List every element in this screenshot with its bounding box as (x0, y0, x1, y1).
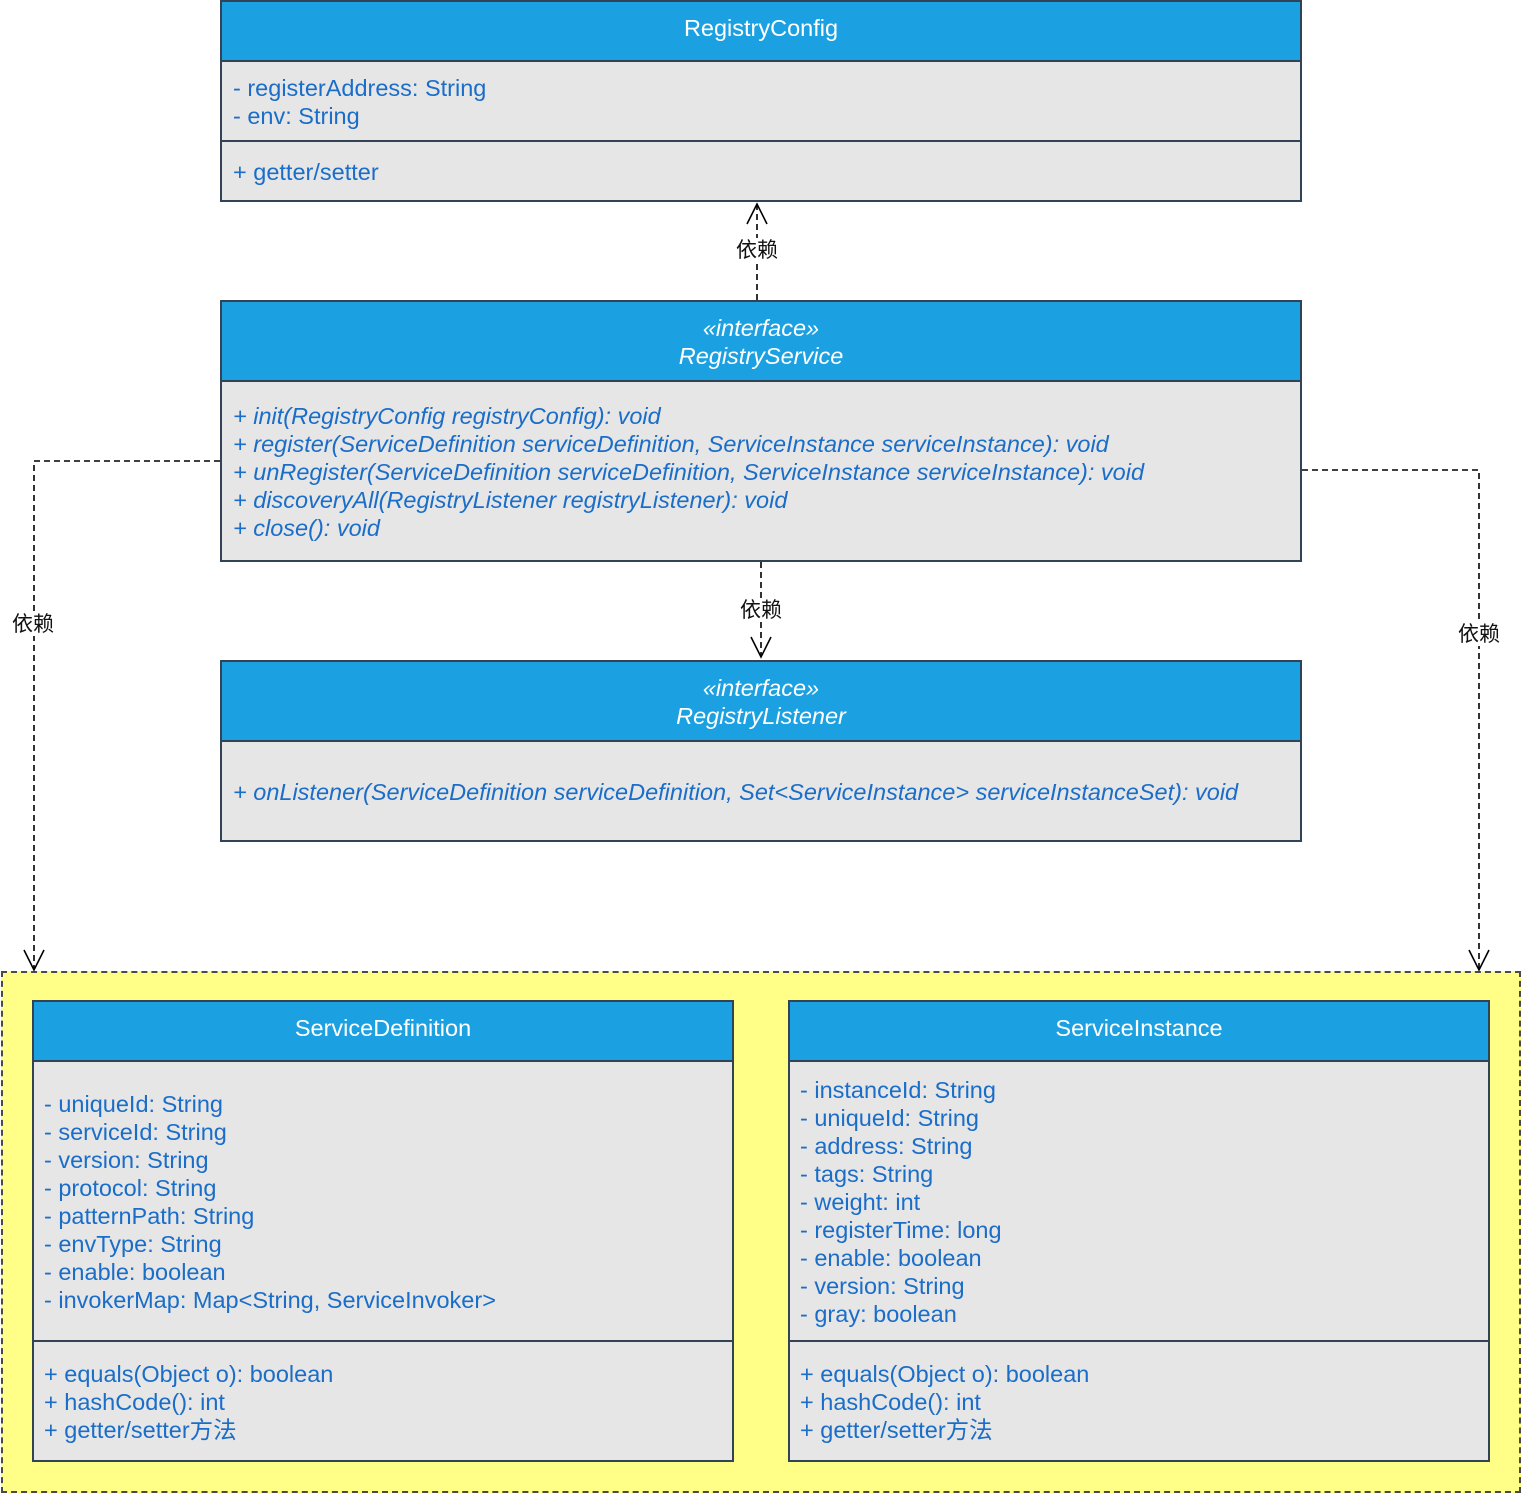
field-line: - env: String (233, 103, 360, 129)
field-line: - serviceId: String (44, 1119, 227, 1145)
stereotype-label: «interface» (702, 315, 820, 341)
class-name: ServiceInstance (1055, 1015, 1223, 1041)
field-line: - uniqueId: String (44, 1091, 223, 1117)
method-line: + getter/setter方法 (44, 1417, 237, 1443)
method-line: + getter/setter方法 (800, 1417, 993, 1443)
method-line: + equals(Object o): boolean (44, 1361, 334, 1387)
method-line: + hashCode(): int (44, 1389, 225, 1415)
stereotype-label: «interface» (702, 675, 820, 701)
class-fields: - instanceId: String - uniqueId: String … (788, 1060, 1490, 1342)
interface-header: «interface» RegistryListener (220, 660, 1302, 742)
edge-label: 依赖 (1457, 622, 1501, 646)
field-line: - envType: String (44, 1231, 222, 1257)
interface-methods: + onListener(ServiceDefinition serviceDe… (220, 740, 1302, 842)
method-line: + init(RegistryConfig registryConfig): v… (233, 403, 661, 429)
interface-name: RegistryListener (676, 703, 846, 729)
class-name: ServiceDefinition (294, 1015, 472, 1041)
dependency-edge-service-to-definition (33, 460, 220, 970)
class-fields: - registerAddress: String - env: String (220, 60, 1302, 142)
field-line: - weight: int (800, 1189, 921, 1215)
class-header: RegistryConfig (220, 0, 1302, 62)
dependency-arrow-head (750, 636, 772, 659)
method-line: + unRegister(ServiceDefinition serviceDe… (233, 459, 1145, 485)
class-fields: - uniqueId: String - serviceId: String -… (32, 1060, 734, 1342)
edge-label: 依赖 (735, 238, 779, 262)
class-methods: + getter/setter (220, 140, 1302, 202)
interface-name: RegistryService (678, 343, 844, 369)
dependency-arrow-head (746, 202, 768, 225)
interface-methods: + init(RegistryConfig registryConfig): v… (220, 380, 1302, 562)
dependency-arrow-head (1468, 949, 1490, 972)
field-line: - version: String (800, 1273, 965, 1299)
field-line: - patternPath: String (44, 1203, 255, 1229)
field-line: - tags: String (800, 1161, 934, 1187)
field-line: - registerAddress: String (233, 75, 487, 101)
method-line: + register(ServiceDefinition serviceDefi… (233, 431, 1109, 457)
field-line: - invokerMap: Map<String, ServiceInvoker… (44, 1287, 496, 1313)
method-line: + close(): void (233, 515, 380, 541)
field-line: - version: String (44, 1147, 209, 1173)
field-line: - registerTime: long (800, 1217, 1002, 1243)
field-line: - address: String (800, 1133, 973, 1159)
method-line: + hashCode(): int (800, 1389, 981, 1415)
method-line: + onListener(ServiceDefinition serviceDe… (233, 779, 1239, 805)
method-line: + discoveryAll(RegistryListener registry… (233, 487, 788, 513)
field-line: - enable: boolean (44, 1259, 226, 1285)
field-line: - enable: boolean (800, 1245, 982, 1271)
dependency-edge-service-to-instance (1302, 469, 1480, 970)
class-name: RegistryConfig (683, 15, 839, 41)
interface-header: «interface» RegistryService (220, 300, 1302, 382)
class-header: ServiceDefinition (32, 1000, 734, 1062)
method-line: + getter/setter (233, 159, 379, 185)
class-methods: + equals(Object o): boolean + hashCode()… (32, 1340, 734, 1462)
field-line: - instanceId: String (800, 1077, 996, 1103)
class-header: ServiceInstance (788, 1000, 1490, 1062)
dependency-arrow-head (23, 949, 45, 972)
edge-label: 依赖 (11, 612, 55, 636)
field-line: - protocol: String (44, 1175, 217, 1201)
field-line: - gray: boolean (800, 1301, 957, 1327)
method-line: + equals(Object o): boolean (800, 1361, 1090, 1387)
edge-label: 依赖 (739, 598, 783, 622)
field-line: - uniqueId: String (800, 1105, 979, 1131)
class-methods: + equals(Object o): boolean + hashCode()… (788, 1340, 1490, 1462)
